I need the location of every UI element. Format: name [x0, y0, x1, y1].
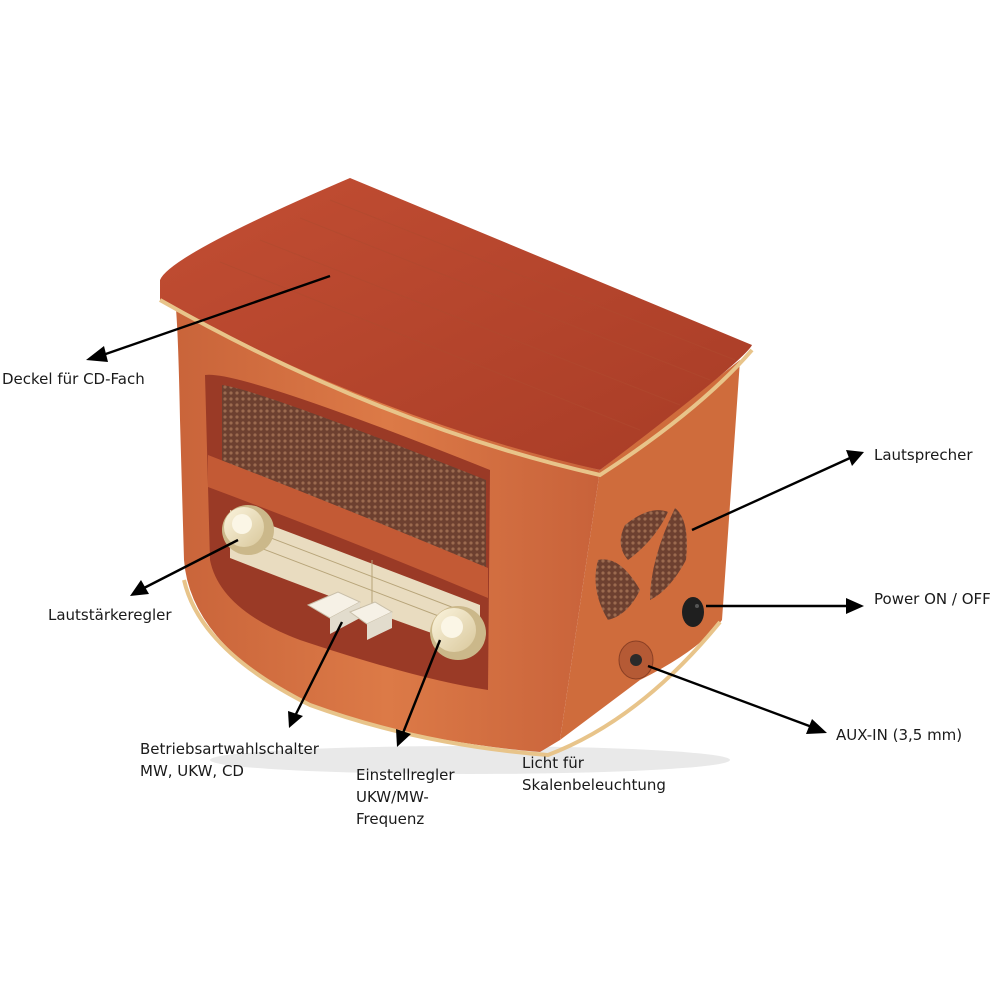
- annotation-arrows: [86, 274, 864, 747]
- power-switch: [682, 597, 704, 627]
- tuning-knob: [430, 606, 486, 660]
- front-wood-bar: [208, 455, 488, 598]
- radio-shadow: [210, 746, 730, 774]
- label-lautstaerkeregler: Lautstärkeregler: [48, 606, 172, 624]
- dial-markings: [249, 529, 471, 629]
- label-line: Frequenz: [356, 810, 425, 828]
- label-line: UKW/MW-: [356, 788, 429, 806]
- radio-side-panel: [560, 360, 740, 740]
- label-licht: Licht für Skalenbeleuchtung: [522, 752, 666, 796]
- label-power: Power ON / OFF: [874, 590, 991, 608]
- arrow-icon: [691, 450, 864, 532]
- label-deckel: Deckel für CD-Fach: [2, 370, 145, 388]
- arrow-icon: [86, 274, 331, 362]
- label-line: Licht für: [522, 754, 584, 772]
- label-betriebsartwahlschalter: Betriebsartwahlschalter MW, UKW, CD: [140, 738, 319, 782]
- label-line: MW, UKW, CD: [140, 762, 244, 780]
- aux-in-socket: [618, 640, 654, 680]
- mode-selector-buttons: [306, 591, 394, 640]
- side-speaker-cutouts: [595, 508, 687, 620]
- label-lautsprecher: Lautsprecher: [874, 446, 973, 464]
- arrow-icon: [647, 664, 827, 734]
- label-line: Skalenbeleuchtung: [522, 776, 666, 794]
- label-line: Einstellregler: [356, 766, 455, 784]
- label-aux-in: AUX-IN (3,5 mm): [836, 726, 963, 744]
- arrow-icon: [706, 598, 864, 614]
- front-speaker-grille: [222, 385, 486, 580]
- arrow-icon: [130, 538, 239, 596]
- radio-lid: [160, 178, 752, 470]
- label-einstellregler: Einstellregler UKW/MW- Frequenz: [356, 764, 455, 830]
- arrow-icon: [396, 639, 442, 747]
- tuning-dial-scale: [230, 510, 480, 650]
- volume-knob: [222, 505, 274, 555]
- gold-trim-bottom: [182, 579, 722, 758]
- arrow-icon: [288, 621, 344, 728]
- label-line: Betriebsartwahlschalter: [140, 740, 319, 758]
- gold-trim-lid: [159, 298, 754, 478]
